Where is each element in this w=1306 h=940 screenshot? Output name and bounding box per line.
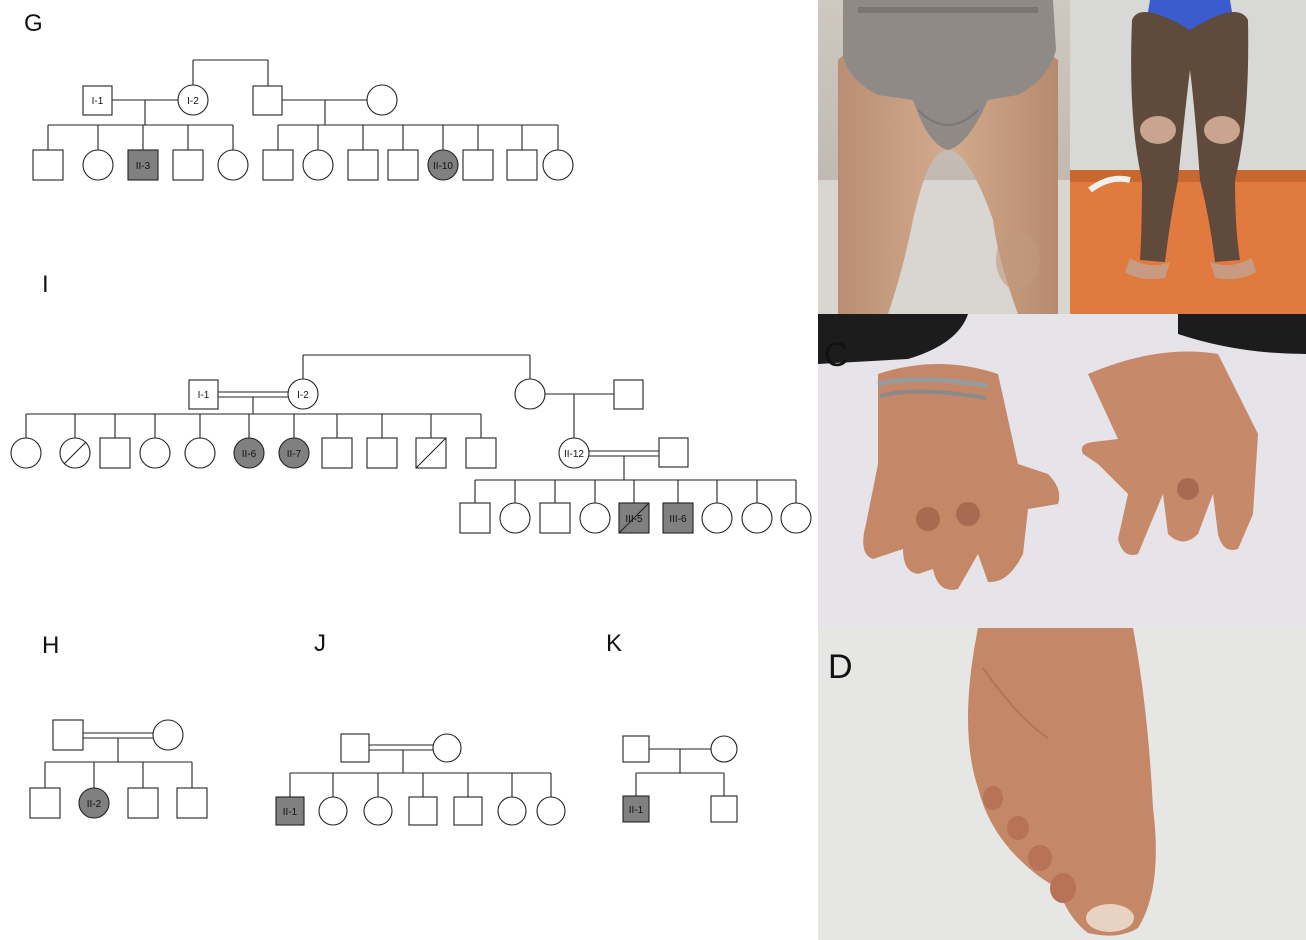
pedigree-h: II-2: [30, 720, 207, 818]
individual-h-i-1: [53, 720, 83, 750]
label-g-i-1: I-1: [92, 96, 104, 107]
individual-g-ii-11: [463, 150, 493, 180]
individual-i-i-4: [614, 380, 643, 409]
individual-g-ii-4: [173, 150, 203, 180]
individual-i-ii-11: [466, 438, 496, 468]
individual-j-ii-7: [537, 797, 565, 825]
individual-g-ii-8: [348, 150, 378, 180]
individual-h-i-2: [153, 720, 183, 750]
pedigree-k: II-1: [623, 736, 737, 822]
individual-j-ii-5: [454, 797, 482, 825]
label-k-ii-1: II-1: [629, 805, 644, 816]
individual-i-iii-4: [580, 503, 610, 533]
individual-g-i-3: [253, 86, 282, 115]
individual-g-i-4: [367, 85, 397, 115]
individual-i-ii-4: [140, 438, 170, 468]
individual-i-iii-7: [702, 503, 732, 533]
individual-k-i-1: [623, 736, 649, 762]
individual-i-ii-1: [11, 438, 41, 468]
individual-j-ii-3: [364, 797, 392, 825]
label-j-ii-1: II-1: [283, 807, 298, 818]
individual-j-ii-4: [409, 797, 437, 825]
label-i-ii-7: II-7: [287, 449, 302, 460]
label-g-ii-10: II-10: [433, 161, 453, 172]
photo-legs-front: [818, 0, 1070, 314]
individual-i-iii-8: [742, 503, 772, 533]
individual-k-ii-2: [711, 796, 737, 822]
pedigree-diagrams: I-1 I-2 II-3 II-10: [0, 0, 818, 940]
individual-i-iii-1: [460, 503, 490, 533]
label-g-ii-3: II-3: [136, 161, 151, 172]
photo-foot: D: [818, 628, 1306, 940]
individual-h-ii-4: [177, 788, 207, 818]
individual-g-ii-5: [218, 150, 248, 180]
individual-i-iii-3: [540, 503, 570, 533]
individual-i-iii-2: [500, 503, 530, 533]
pedigree-i: I-1 I-2 II-6 II-7: [11, 355, 811, 533]
label-i-i-1: I-1: [198, 390, 210, 401]
panel-label-c: C: [824, 338, 849, 372]
panel-label-d: D: [828, 650, 853, 684]
pedigree-j: II-1: [276, 734, 565, 825]
individual-g-ii-12: [507, 150, 537, 180]
individual-i-i-3: [515, 379, 545, 409]
individual-i-ii-9: [367, 438, 397, 468]
individual-j-i-1: [341, 734, 369, 762]
individual-i-iii-9: [781, 503, 811, 533]
individual-i-ii-13: [659, 438, 688, 467]
individual-h-ii-3: [128, 788, 158, 818]
label-h-ii-2: II-2: [87, 799, 102, 810]
individual-g-ii-13: [543, 150, 573, 180]
individual-j-ii-2: [319, 797, 347, 825]
label-i-iii-6: III-6: [669, 514, 687, 525]
individual-g-ii-1: [33, 150, 63, 180]
pedigree-g: I-1 I-2 II-3 II-10: [33, 60, 573, 180]
individual-i-ii-8: [322, 438, 352, 468]
label-g-i-2: I-2: [187, 96, 199, 107]
individual-g-ii-7: [303, 150, 333, 180]
individual-h-ii-1: [30, 788, 60, 818]
individual-j-ii-6: [498, 797, 526, 825]
label-i-i-2: I-2: [297, 390, 309, 401]
label-i-ii-12: II-12: [564, 449, 584, 460]
individual-g-ii-9: [388, 150, 418, 180]
individual-k-i-2: [711, 736, 737, 762]
label-i-iii-5: III-5: [625, 514, 643, 525]
individual-g-ii-6: [263, 150, 293, 180]
label-i-ii-6: II-6: [242, 449, 257, 460]
individual-i-ii-3: [100, 438, 130, 468]
individual-g-ii-2: [83, 150, 113, 180]
photo-hands: C: [818, 314, 1306, 628]
photo-legs-standing: [1070, 0, 1306, 314]
individual-j-i-2: [433, 734, 461, 762]
individual-i-ii-5: [185, 438, 215, 468]
